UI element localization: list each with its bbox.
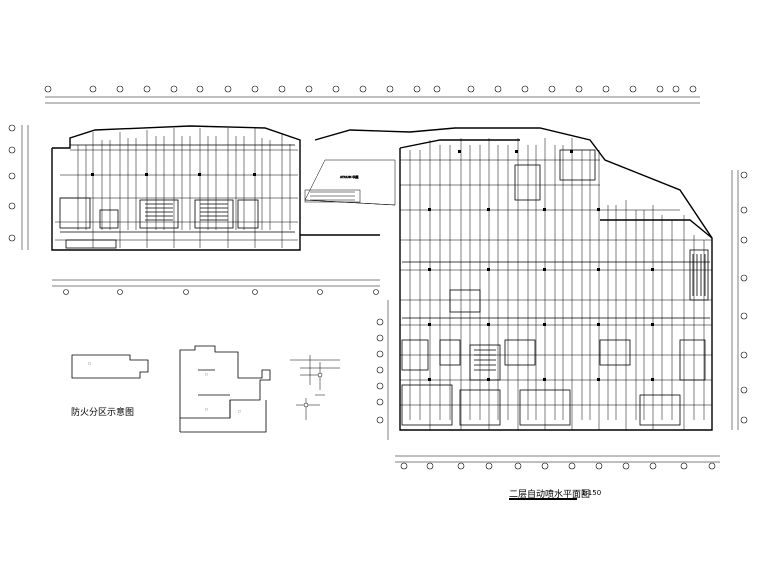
svg-text:▢: ▢ [88, 361, 91, 365]
svg-text:▢: ▢ [238, 409, 241, 413]
fire-zone-legend-title: 防火分区示意图 [71, 408, 135, 418]
svg-text:ATRIUM 中庭: ATRIUM 中庭 [340, 174, 358, 179]
main-block-sprinkler-branches [402, 145, 710, 420]
bottom-grid-axis-bubbles [63, 289, 716, 470]
drawing-title-underline [509, 498, 577, 500]
left-wing-building-outline [51, 125, 713, 431]
side-dimension-lines [21, 125, 739, 440]
fire-zone-key-plan [71, 345, 271, 433]
top-dimension-lines [45, 96, 720, 463]
svg-text:▢: ▢ [205, 407, 208, 411]
atrium-void: ATRIUM 中庭 [304, 159, 396, 206]
main-block-grid [400, 138, 712, 430]
fire-zone-labels: ▢ ▢ ▢ ▢ [88, 361, 241, 413]
left-wing-sprinkler-branches [60, 136, 295, 233]
sprinkler-riser-detail [290, 355, 340, 420]
drawing-title: 二层自动喷水平面图 [509, 490, 591, 500]
svg-text:▢: ▢ [205, 372, 208, 376]
left-wing-core-rooms [59, 197, 259, 249]
left-wing-grid [55, 128, 298, 248]
structural-columns [91, 150, 654, 381]
main-block-outline [399, 139, 713, 431]
top-grid-axis-bubbles [44, 85, 697, 93]
side-grid-axis-bubbles [8, 124, 748, 424]
drawing-scale: 1:150 [581, 489, 602, 497]
main-block-service-rooms [401, 149, 709, 426]
